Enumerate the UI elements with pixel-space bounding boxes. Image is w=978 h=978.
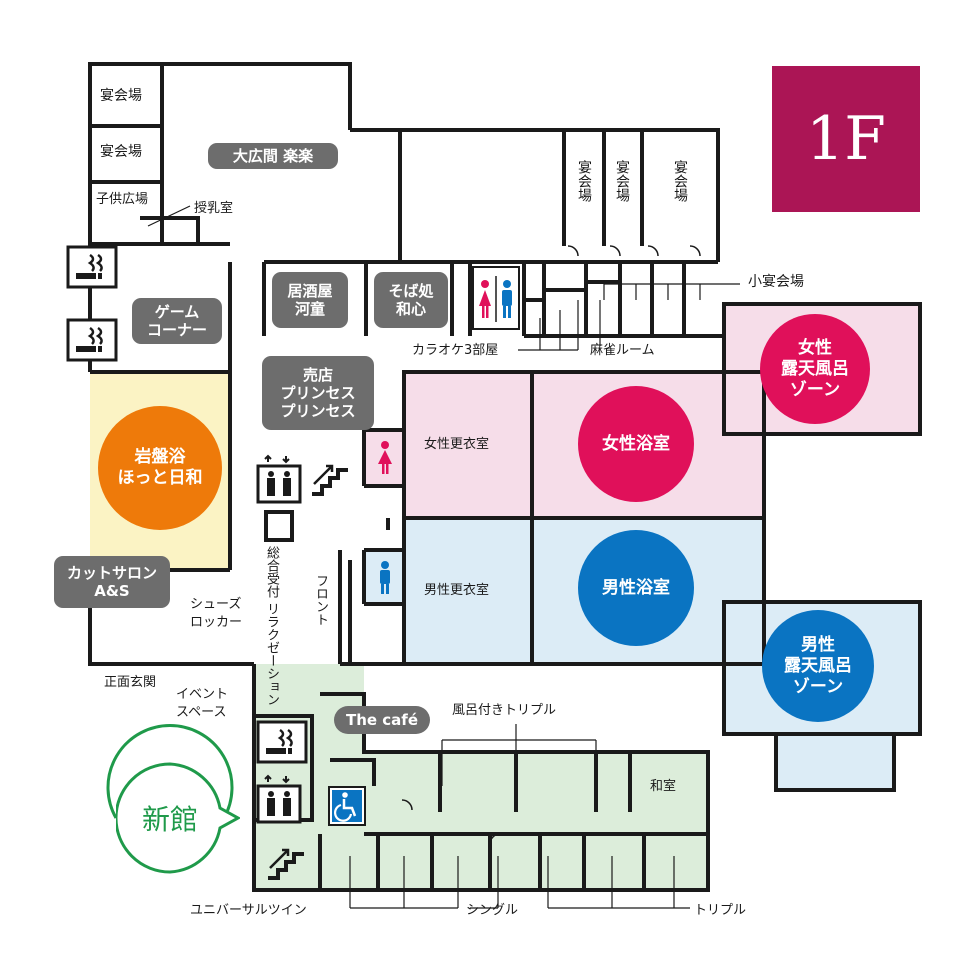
banquet-room-2-label: 宴会場: [100, 144, 142, 160]
smoking-room-icon: [256, 720, 308, 768]
mens-restroom-icon: [376, 560, 394, 600]
smoking-room-icon: [66, 318, 118, 366]
banquet-room-v3-label: 宴会場: [672, 160, 688, 202]
soba-label: そば処 和心: [374, 272, 448, 328]
nursing-room-label: 授乳室: [194, 201, 234, 216]
new-building-pointer: [106, 724, 234, 819]
banquet-room-v2-label: 宴会場: [614, 160, 630, 202]
leader-lines: [147, 205, 740, 909]
womens-outdoor-bath-circle: 女性 露天風呂 ゾーン: [760, 314, 870, 424]
mahjong-label: 麻雀ルーム: [590, 343, 655, 358]
kids-area-label: 子供広場: [96, 192, 149, 207]
event-space-label: イベント スペース: [176, 687, 229, 720]
mens-outdoor-lower-area: [776, 734, 894, 790]
womens-restroom-icon: [376, 440, 394, 480]
womens-changing-label: 女性更衣室: [424, 437, 490, 452]
game-corner-label: ゲーム コーナー: [132, 298, 222, 344]
rock-bath-circle: 岩盤浴 ほっと日和: [98, 406, 222, 530]
mens-changing-label: 男性更衣室: [424, 583, 490, 598]
small-banquet-label: 小宴会場: [748, 274, 804, 290]
new-building-label: 新館: [141, 803, 198, 836]
main-entrance-label: 正面玄関: [104, 675, 157, 690]
stairs-icon: [308, 454, 352, 502]
new-building-marker: 新館: [116, 756, 240, 880]
shop-label: 売店 プリンセス プリンセス: [262, 356, 374, 430]
barber-label: カットサロン A&S: [54, 556, 170, 608]
smoking-room-icon: [66, 245, 118, 293]
shoe-locker-label: シューズ ロッカー: [190, 597, 243, 630]
womens-bath-circle: 女性浴室: [578, 386, 694, 502]
front-desk-label: フロント: [313, 574, 328, 626]
cafe-label: The café: [334, 706, 430, 734]
mens-bath-circle: 男性浴室: [578, 530, 694, 646]
restroom-icon: [472, 266, 520, 334]
great-hall-label: 大広間 楽楽: [208, 143, 338, 169]
banquet-room-v1-label: 宴会場: [576, 160, 592, 202]
floor-badge: 1F: [772, 66, 920, 212]
triple-label: トリプル: [694, 903, 747, 918]
mens-changing-area: [404, 518, 532, 664]
karaoke-label: カラオケ3部屋: [412, 343, 499, 358]
reception-relaxation-label: 総合受付 リラクゼーション: [264, 546, 279, 707]
door-swings: [401, 245, 701, 845]
elevator-icon: [256, 772, 302, 828]
triple-with-bath-label: 風呂付きトリプル: [452, 703, 557, 718]
japanese-room-label: 和室: [650, 779, 677, 794]
single-label: シングル: [466, 903, 519, 918]
womens-changing-area: [404, 372, 532, 518]
izakaya-label: 居酒屋 河童: [272, 272, 348, 328]
new-building-rooms-area: [364, 752, 708, 890]
banquet-room-1-label: 宴会場: [100, 88, 142, 104]
wheelchair-icon: [328, 786, 366, 830]
mens-outdoor-bath-circle: 男性 露天風呂 ゾーン: [762, 610, 874, 722]
universal-twin-label: ユニバーサルツイン: [190, 903, 307, 918]
stairs-icon: [264, 838, 308, 886]
elevator-icon: [256, 452, 302, 508]
